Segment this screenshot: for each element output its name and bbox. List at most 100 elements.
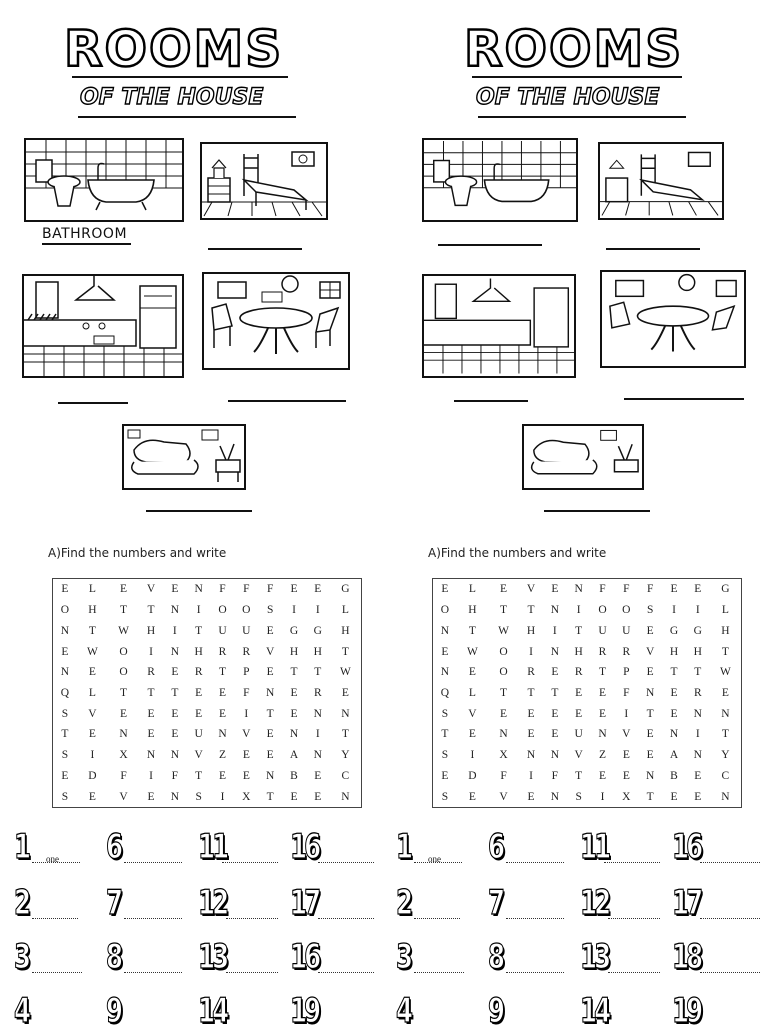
word-search-letter[interactable]: H (313, 645, 322, 658)
word-search-letter[interactable]: I (470, 749, 475, 762)
word-search-letter[interactable]: N (289, 728, 299, 741)
word-search-letter[interactable]: H (194, 645, 203, 658)
word-search-letter[interactable]: S (441, 790, 449, 803)
word-search-letter[interactable]: T (147, 604, 155, 617)
word-search-letter[interactable]: V (119, 790, 128, 803)
word-search-letter[interactable]: G (721, 583, 730, 596)
word-search-letter[interactable]: A (669, 749, 679, 762)
word-search-letter[interactable]: O (218, 604, 227, 617)
word-search-letter[interactable]: V (242, 728, 251, 741)
word-search-letter[interactable]: F (551, 769, 559, 782)
word-search-letter[interactable]: T (266, 707, 274, 720)
word-search-letter[interactable]: E (290, 686, 298, 699)
answer-dots[interactable] (32, 972, 82, 973)
word-search-letter[interactable]: I (695, 728, 700, 741)
word-search-letter[interactable]: X (242, 790, 251, 803)
word-search-letter[interactable]: V (146, 583, 156, 596)
word-search-letter[interactable]: N (550, 790, 559, 803)
word-search-letter[interactable]: N (721, 790, 730, 803)
word-search-letter[interactable]: E (646, 728, 654, 741)
answer-dots[interactable] (608, 918, 660, 919)
word-search-letter[interactable]: T (527, 604, 535, 617)
word-search-letter[interactable]: I (529, 769, 533, 782)
word-search-letter[interactable]: R (218, 645, 227, 658)
word-search-letter[interactable]: E (341, 686, 349, 699)
word-search-letter[interactable]: E (171, 728, 179, 741)
word-search-letter[interactable]: E (670, 790, 678, 803)
bathroom-answer-line[interactable] (438, 244, 542, 246)
answer-dots[interactable] (608, 972, 660, 973)
word-search-letter[interactable]: R (693, 686, 702, 699)
word-search-letter[interactable]: W (466, 645, 478, 658)
word-search-letter[interactable]: E (527, 790, 535, 803)
answer-dots[interactable] (318, 972, 374, 973)
word-search-letter[interactable]: H (88, 604, 97, 617)
word-search-letter[interactable]: V (574, 749, 583, 762)
word-search-letter[interactable]: E (441, 769, 449, 782)
answer-dots[interactable] (124, 918, 182, 919)
word-search-letter[interactable]: S (61, 790, 69, 803)
word-search-letter[interactable]: E (622, 749, 630, 762)
word-search-letter[interactable]: N (499, 728, 508, 741)
word-search-letter[interactable]: E (598, 686, 607, 699)
word-search-letter[interactable]: E (500, 583, 508, 596)
word-search-letter[interactable]: E (575, 686, 583, 699)
word-search-letter[interactable]: N (146, 749, 156, 762)
word-search-letter[interactable]: H (289, 645, 299, 658)
word-search-letter[interactable]: P (243, 666, 250, 679)
word-search-letter[interactable]: U (574, 728, 583, 741)
answer-dots[interactable] (222, 862, 278, 863)
answer-dots[interactable] (414, 862, 462, 863)
word-search-letter[interactable]: E (218, 769, 227, 782)
word-search-letter[interactable]: E (218, 707, 227, 720)
bedroom-answer-line[interactable] (208, 248, 302, 250)
word-search-letter[interactable]: F (120, 769, 127, 782)
word-search-letter[interactable]: I (315, 604, 320, 617)
word-search-letter[interactable]: X (499, 749, 508, 762)
answer-dots[interactable] (124, 972, 182, 973)
word-search-letter[interactable]: X (622, 790, 631, 803)
word-search-letter[interactable]: N (669, 728, 679, 741)
word-search-letter[interactable]: T (147, 686, 155, 699)
word-search-letter[interactable]: E (266, 728, 274, 741)
word-search-letter[interactable]: V (526, 583, 536, 596)
word-search-letter[interactable]: B (670, 769, 678, 782)
word-search-letter[interactable]: L (468, 686, 476, 699)
word-search-letter[interactable]: N (646, 769, 655, 782)
word-search-letter[interactable]: T (670, 666, 678, 679)
word-search-letter[interactable]: E (147, 707, 155, 720)
word-search-letter[interactable]: V (499, 790, 508, 803)
kitchen-answer-line[interactable] (454, 400, 528, 402)
answer-dots[interactable] (506, 972, 564, 973)
word-search-letter[interactable]: T (500, 686, 508, 699)
word-search-letter[interactable]: O (60, 604, 70, 617)
word-search-letter[interactable]: X (119, 749, 128, 762)
word-search-letter[interactable]: O (119, 666, 128, 679)
word-search-letter[interactable]: E (622, 769, 630, 782)
word-search-letter[interactable]: E (314, 583, 322, 596)
word-search-letter[interactable]: T (575, 769, 583, 782)
word-search-letter[interactable]: E (218, 686, 227, 699)
word-search-letter[interactable]: T (527, 686, 535, 699)
word-search-letter[interactable]: N (526, 749, 536, 762)
word-search-letter[interactable]: N (60, 666, 70, 679)
word-search-letter[interactable]: E (646, 666, 654, 679)
word-search-letter[interactable]: I (315, 728, 320, 741)
word-search-letter[interactable]: N (693, 707, 702, 720)
word-search-letter[interactable]: T (195, 624, 203, 637)
word-search-letter[interactable]: E (575, 707, 583, 720)
word-search-letter[interactable]: O (622, 604, 631, 617)
word-search-letter[interactable]: N (693, 749, 702, 762)
word-search-letter[interactable]: F (171, 769, 179, 782)
word-search-letter[interactable]: E (266, 749, 274, 762)
word-search-letter[interactable]: E (598, 707, 607, 720)
word-search-letter[interactable]: E (88, 728, 96, 741)
word-search-letter[interactable]: R (194, 666, 203, 679)
word-search-letter[interactable]: T (575, 624, 583, 637)
word-search-letter[interactable]: R (598, 645, 607, 658)
word-search-letter[interactable]: U (242, 624, 251, 637)
word-search-letter[interactable]: F (219, 583, 226, 596)
word-search-letter[interactable]: B (290, 769, 298, 782)
word-search-letter[interactable]: E (61, 645, 69, 658)
word-search-letter[interactable]: V (266, 645, 275, 658)
